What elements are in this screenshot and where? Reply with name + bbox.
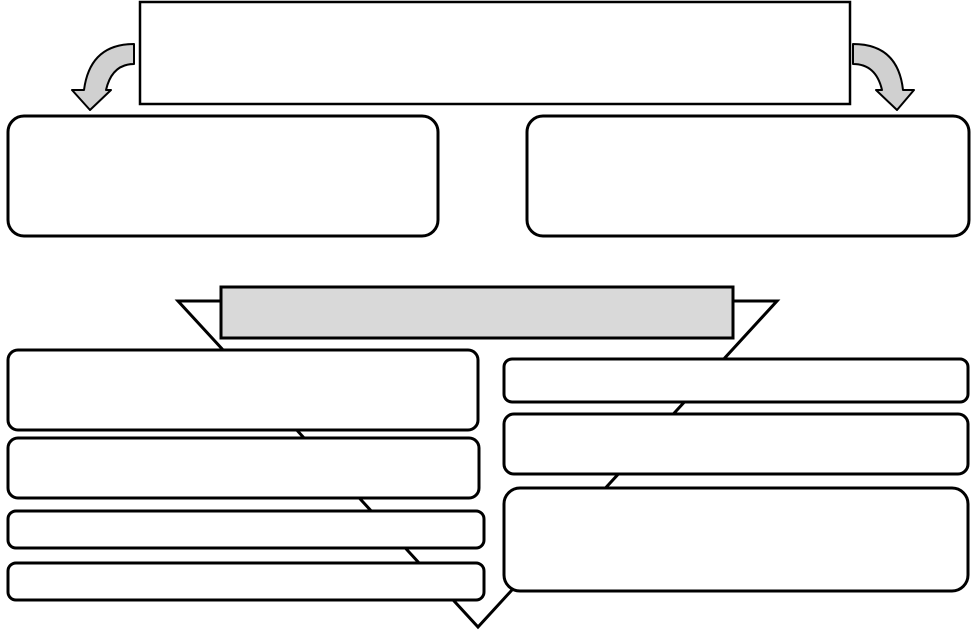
- right-box-3: [502, 486, 970, 593]
- upper-right-box: [525, 114, 971, 238]
- top-header-box: [138, 0, 852, 106]
- curved-arrow-right-icon: [852, 43, 915, 111]
- left-box-3: [6, 509, 486, 550]
- center-banner-box: [219, 285, 735, 340]
- curved-arrow-left-icon: [71, 43, 135, 111]
- left-box-1: [6, 348, 480, 432]
- upper-left-box: [6, 114, 440, 238]
- left-box-4: [6, 561, 486, 602]
- right-box-2: [502, 412, 970, 476]
- right-box-1: [502, 357, 970, 404]
- left-box-2: [6, 436, 481, 500]
